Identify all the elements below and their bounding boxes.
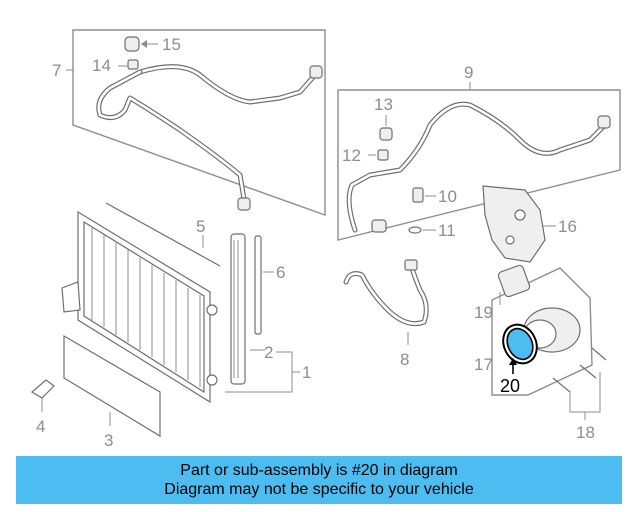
callout-4: 4: [36, 417, 45, 436]
banner-line-1: Part or sub-assembly is #20 in diagram: [180, 462, 458, 479]
callout-1: 1: [302, 363, 311, 382]
callout-11: 11: [438, 221, 456, 240]
callout-3: 3: [104, 431, 113, 450]
clip-part-4: [30, 379, 55, 412]
callout-5: 5: [196, 217, 205, 236]
callout-8: 8: [400, 350, 409, 369]
callout-15: 15: [162, 35, 181, 54]
info-banner: Part or sub-assembly is #20 in diagram D…: [16, 456, 622, 504]
part-group-7: [66, 29, 326, 216]
valve-core-part: [127, 59, 139, 70]
cover-panel-part-3: [63, 334, 161, 438]
callout-13: 13: [374, 95, 393, 114]
seal-strip-part-6: [254, 235, 274, 335]
callout-7: 7: [52, 61, 61, 80]
callout-10: 10: [438, 187, 457, 206]
callout-2: 2: [264, 343, 273, 362]
clutch-plate-part-20[interactable]: [497, 319, 543, 374]
bracket-part-16: [482, 185, 556, 263]
cap-part: [124, 36, 140, 52]
callout-12: 12: [342, 146, 361, 165]
callout-9: 9: [464, 63, 473, 82]
callout-18: 18: [576, 423, 595, 442]
receiver-drier-part: [230, 233, 265, 385]
condenser-part: [61, 210, 218, 404]
callout-17: 17: [474, 355, 493, 374]
callout-14: 14: [92, 56, 111, 75]
cap-part-13: [379, 127, 393, 141]
callout-16: 16: [558, 217, 577, 236]
banner-line-2: Diagram may not be specific to your vehi…: [164, 481, 474, 498]
callout-20: 20: [500, 376, 520, 396]
part-group-9: [337, 82, 621, 241]
hose-part-8: [343, 259, 429, 345]
callout-19: 19: [474, 303, 493, 322]
callout-6: 6: [276, 263, 285, 282]
seal-strip-part-5: [105, 202, 221, 267]
pressure-switch-part: [412, 187, 424, 203]
